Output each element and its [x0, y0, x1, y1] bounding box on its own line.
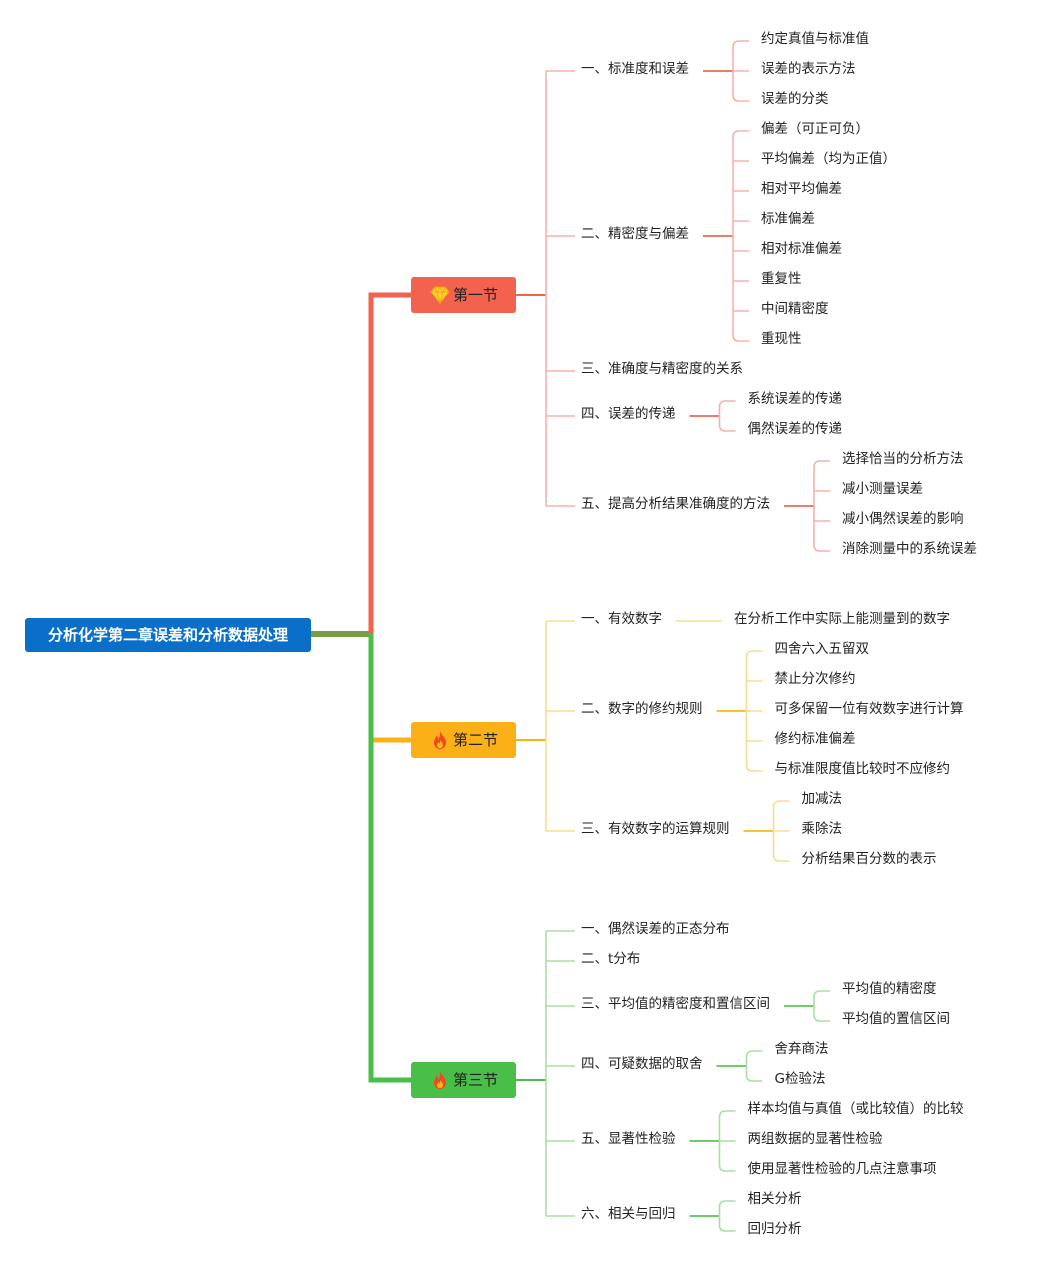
child-connector [745, 1074, 763, 1082]
subtopic-node[interactable]: 可多保留一位有效数字进行计算 [774, 701, 964, 717]
topic-node[interactable]: 五、提高分析结果准确度的方法 [581, 496, 770, 512]
topic-node[interactable]: 一、有效数字 [581, 611, 662, 627]
subtopic-node[interactable]: 四舍六入五留双 [774, 641, 869, 657]
subtopic-node[interactable]: 修约标准偏差 [774, 731, 856, 747]
topic-node[interactable]: 四、误差的传递 [581, 406, 676, 422]
subtopic-node[interactable]: 平均值的置信区间 [841, 1011, 950, 1027]
subtopic-node[interactable]: 样本均值与真值（或比较值）的比较 [747, 1101, 964, 1117]
topic-node[interactable]: 二、精密度与偏差 [581, 226, 689, 242]
section-node-3[interactable]: 第三节 [411, 1062, 516, 1098]
topic-node[interactable]: 六、相关与回归 [581, 1206, 676, 1222]
child-connector [718, 400, 736, 408]
subtopic-node[interactable]: 相对平均偏差 [760, 181, 842, 197]
child-connector [813, 990, 830, 998]
root-label: 分析化学第二章误差和分析数据处理 [47, 626, 288, 644]
topic-node[interactable]: 三、准确度与精密度的关系 [581, 361, 743, 377]
child-connector [732, 130, 749, 138]
subtopic-node[interactable]: 减小测量误差 [841, 481, 923, 497]
subtopic-node[interactable]: 回归分析 [747, 1221, 802, 1237]
subtopic-node[interactable]: 禁止分次修约 [774, 671, 856, 687]
fire-icon [429, 722, 451, 758]
subtopic-node[interactable]: 系统误差的传递 [747, 391, 842, 407]
subtopic-node[interactable]: 中间精密度 [760, 301, 829, 317]
child-connector [813, 460, 830, 468]
section-label: 第一节 [453, 286, 499, 304]
subtopic-node[interactable]: 乘除法 [801, 821, 842, 837]
subtopic-node[interactable]: 减小偶然误差的影响 [841, 511, 964, 527]
subtopic-node[interactable]: 误差的分类 [760, 91, 829, 107]
child-connector [772, 854, 790, 862]
subtopic-node[interactable]: 误差的表示方法 [760, 61, 856, 77]
child-connector [745, 650, 763, 658]
subtopic-node[interactable]: 两组数据的显著性检验 [747, 1131, 883, 1147]
child-connector [732, 40, 749, 48]
fire-icon [429, 1062, 451, 1098]
subtopic-node[interactable]: 重现性 [760, 331, 802, 347]
topic-node[interactable]: 三、平均值的精密度和置信区间 [581, 996, 770, 1012]
child-connector [718, 424, 736, 432]
child-connector [745, 764, 763, 772]
topic-node[interactable]: 一、偶然误差的正态分布 [581, 921, 730, 937]
section-label: 第二节 [453, 731, 499, 749]
subtopic-node[interactable]: 选择恰当的分析方法 [841, 451, 964, 467]
subtopic-node[interactable]: G检验法 [774, 1071, 826, 1087]
child-connector [718, 1224, 736, 1232]
subtopic-node[interactable]: 舍弃商法 [774, 1041, 829, 1057]
subtopic-node[interactable]: 平均偏差（均为正值） [760, 151, 896, 167]
subtopic-node[interactable]: 消除测量中的系统误差 [841, 541, 977, 557]
child-connector [718, 1164, 736, 1172]
subtopic-node[interactable]: 偏差（可正可负） [760, 121, 869, 137]
subtopic-node[interactable]: 标准偏差 [760, 211, 815, 227]
child-connector [813, 544, 830, 552]
topic-node[interactable]: 三、有效数字的运算规则 [581, 821, 730, 837]
gem-icon [429, 277, 451, 313]
child-connector [718, 1200, 736, 1208]
subtopic-node[interactable]: 与标准限度值比较时不应修约 [774, 761, 950, 777]
topic-node[interactable]: 一、标准度和误差 [581, 61, 689, 77]
child-connector [745, 1050, 763, 1058]
topic-node[interactable]: 五、显著性检验 [581, 1131, 676, 1147]
section-label: 第三节 [453, 1071, 499, 1089]
topic-node[interactable]: 四、可疑数据的取舍 [581, 1056, 703, 1072]
subtopic-node[interactable]: 偶然误差的传递 [747, 421, 842, 437]
subtopic-node[interactable]: 平均值的精密度 [841, 981, 937, 997]
subtopic-node[interactable]: 在分析工作中实际上能测量到的数字 [733, 611, 950, 627]
subtopic-node[interactable]: 相对标准偏差 [760, 241, 842, 257]
subtopic-node[interactable]: 约定真值与标准值 [760, 31, 869, 47]
subtopic-node[interactable]: 重复性 [760, 271, 802, 287]
subtopic-node[interactable]: 相关分析 [747, 1191, 802, 1207]
child-connector [732, 94, 749, 102]
child-connector [772, 800, 790, 808]
topic-node[interactable]: 二、数字的修约规则 [581, 701, 703, 717]
section-node-2[interactable]: 第二节 [411, 722, 516, 758]
child-connector [813, 1014, 830, 1022]
child-connector [732, 334, 749, 342]
root-node[interactable]: 分析化学第二章误差和分析数据处理 [25, 618, 311, 652]
topic-node[interactable]: 二、t分布 [581, 951, 641, 967]
subtopic-node[interactable]: 分析结果百分数的表示 [801, 851, 937, 867]
subtopic-node[interactable]: 加减法 [801, 791, 842, 807]
subtopic-node[interactable]: 使用显著性检验的几点注意事项 [747, 1161, 937, 1177]
section-node-1[interactable]: 第一节 [411, 277, 516, 313]
child-connector [718, 1110, 736, 1118]
